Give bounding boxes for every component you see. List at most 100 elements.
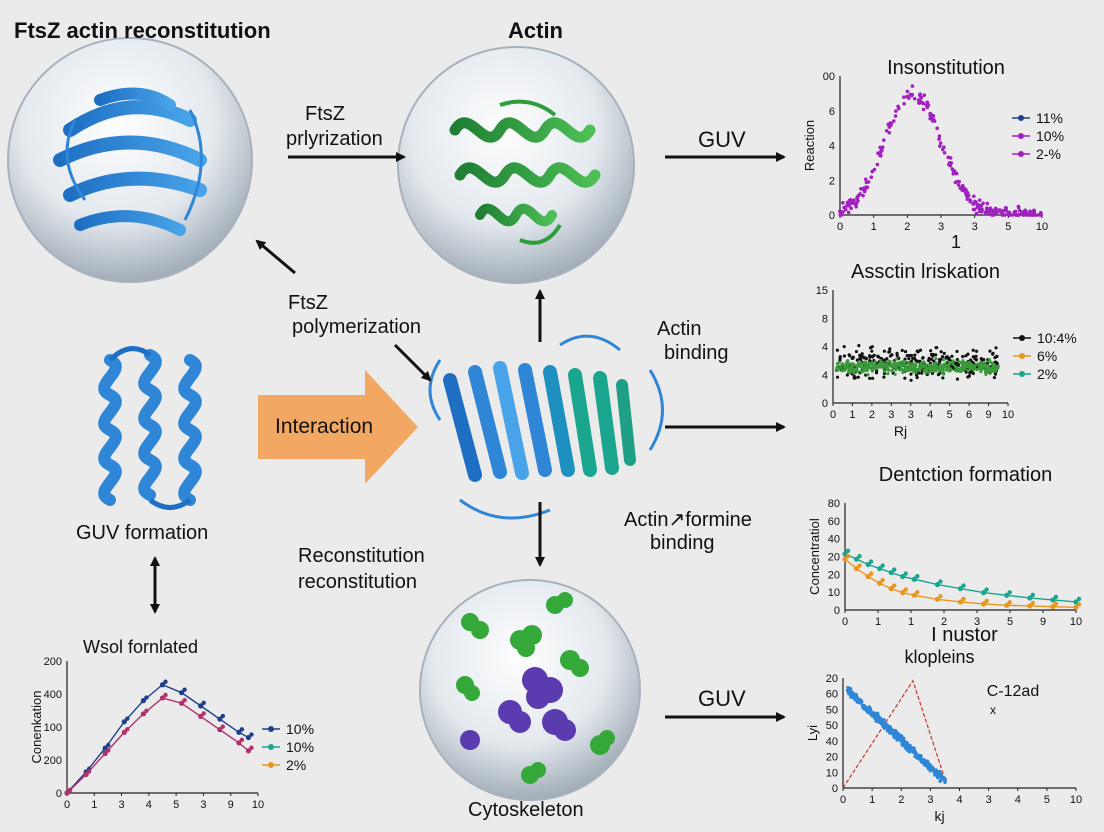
x-tick-label: 5 <box>173 799 179 811</box>
data-point <box>917 101 921 105</box>
x-tick-label: 9 <box>228 799 234 811</box>
data-point <box>928 116 932 121</box>
chart-title: Insonstitution <box>887 57 1005 79</box>
x-tick-label: 1 <box>871 221 877 233</box>
data-point <box>992 375 996 380</box>
data-point <box>862 187 866 191</box>
data-point <box>905 89 910 94</box>
top-center-title: Actin <box>508 18 563 43</box>
data-point <box>884 128 889 133</box>
y-tick-label: 10 <box>828 587 840 599</box>
data-point <box>846 358 850 363</box>
x-tick-label: 4 <box>927 409 933 421</box>
data-point <box>979 203 984 208</box>
data-point <box>942 145 946 150</box>
data-point <box>201 700 206 706</box>
data-point <box>940 355 945 359</box>
data-point <box>880 563 885 568</box>
data-point <box>845 553 851 559</box>
data-point <box>840 213 844 217</box>
data-point <box>888 347 892 351</box>
data-point <box>883 358 887 362</box>
actin-binding-label-2: binding <box>664 342 729 364</box>
data-point <box>850 370 854 374</box>
series-line <box>66 697 249 794</box>
data-point <box>945 356 949 360</box>
data-point <box>957 360 961 364</box>
data-point <box>868 571 874 576</box>
data-point <box>220 713 225 719</box>
x-tick-label: 1 <box>869 794 875 806</box>
data-point <box>882 375 886 379</box>
data-point <box>182 687 187 692</box>
data-point <box>239 737 245 743</box>
data-point <box>938 594 943 599</box>
x-tick-label: 3 <box>200 799 206 811</box>
data-point <box>1016 204 1021 209</box>
data-point <box>984 211 989 215</box>
data-point <box>888 354 893 358</box>
data-point <box>897 368 902 372</box>
data-point <box>867 354 872 358</box>
data-point <box>842 344 846 349</box>
y-tick-label: 00 <box>823 71 835 83</box>
data-point <box>835 348 839 352</box>
data-point <box>892 583 897 588</box>
data-point <box>869 175 874 180</box>
data-point <box>943 780 947 784</box>
data-point <box>858 353 862 357</box>
data-point <box>83 771 89 778</box>
data-point <box>908 363 912 367</box>
data-point <box>880 578 885 583</box>
data-point <box>936 373 941 377</box>
data-point <box>966 368 970 373</box>
y-tick-label: 15 <box>816 285 828 297</box>
x-tick-label: 1 <box>91 799 97 811</box>
data-point <box>916 350 920 354</box>
x-tick-label: 9 <box>1040 616 1046 628</box>
data-point <box>854 201 859 205</box>
data-point <box>884 364 888 368</box>
data-point <box>1000 213 1004 217</box>
y-tick-label: 50 <box>826 704 838 716</box>
data-point <box>948 156 953 160</box>
data-point <box>993 372 998 376</box>
data-point <box>898 360 902 364</box>
data-point <box>863 365 867 369</box>
data-point <box>850 356 854 360</box>
data-point <box>886 122 891 127</box>
data-point <box>875 714 879 718</box>
data-point <box>858 364 862 368</box>
x-tick-label: 4 <box>146 799 152 811</box>
reconstitution-label-2: reconstitution <box>298 571 417 593</box>
legend-marker <box>1019 371 1025 377</box>
legend-marker <box>1019 335 1025 341</box>
data-point <box>975 203 980 208</box>
data-point <box>877 580 883 586</box>
data-point <box>845 362 850 366</box>
data-point <box>957 586 964 592</box>
data-point <box>871 355 875 359</box>
data-point <box>912 96 917 101</box>
data-point <box>888 731 892 735</box>
data-point <box>862 356 866 360</box>
data-point <box>839 366 843 370</box>
data-point <box>915 574 920 579</box>
data-point <box>985 207 989 211</box>
data-point <box>868 707 873 712</box>
data-point <box>908 743 912 748</box>
data-point <box>890 368 894 373</box>
data-point <box>905 354 909 358</box>
y-tick-label: 40 <box>828 534 840 546</box>
data-point <box>835 367 839 371</box>
y-tick-label: 0 <box>822 398 828 410</box>
arrow-to-sphere1 <box>255 239 296 275</box>
data-point <box>837 360 841 364</box>
data-point <box>1030 600 1036 606</box>
data-point <box>921 107 926 112</box>
data-point <box>934 356 938 361</box>
data-point <box>939 774 944 778</box>
x-tick-label: 0 <box>830 409 836 421</box>
